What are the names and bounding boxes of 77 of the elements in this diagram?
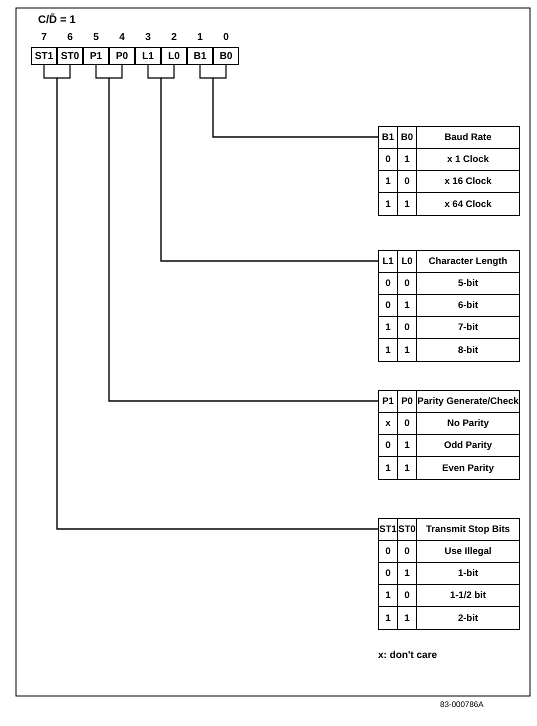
bit-number: 7 — [40, 32, 48, 43]
table-cell: 0 — [398, 317, 417, 339]
table-cell-text: Even Parity — [441, 462, 495, 476]
table-cell: 1 — [398, 339, 417, 361]
table-cell: 0 — [379, 295, 398, 317]
bit-number: 4 — [118, 32, 126, 43]
table-cell: 1-1/2 bit — [417, 585, 519, 607]
table-header-cell: P0 — [398, 391, 417, 413]
table-cell: 1 — [398, 193, 417, 215]
bit-setting-table — [378, 518, 520, 630]
table-cell: 0 — [379, 563, 398, 585]
table-cell: 0 — [379, 273, 398, 295]
bit-number: 2 — [170, 32, 178, 43]
table-header-cell: Baud Rate — [417, 127, 519, 149]
table-header-cell: P1 — [379, 391, 398, 413]
register-bit-cell: ST0 — [57, 47, 83, 65]
table-cell-text: 2-bit — [456, 612, 480, 626]
table-cell: 1 — [398, 457, 417, 479]
table-header-cell: ST0 — [398, 519, 417, 541]
table-cell: 0 — [398, 171, 417, 193]
table-cell: 0 — [398, 541, 417, 563]
table-header-cell: B1 — [379, 127, 398, 149]
table-cell: 1 — [398, 607, 417, 629]
table-cell: 1 — [379, 171, 398, 193]
table-cell: 0 — [379, 541, 398, 563]
table-cell: No Parity — [417, 413, 519, 435]
table-header-cell: Transmit Stop Bits — [417, 519, 519, 541]
table-header-cell: B0 — [398, 127, 417, 149]
table-cell: x 1 Clock — [417, 149, 519, 171]
register-bit-cell: ST1 — [31, 47, 57, 65]
table-cell: 1 — [379, 607, 398, 629]
table-header-cell: Parity Generate/Check — [417, 391, 519, 413]
table-cell: 1-bit — [417, 563, 519, 585]
bit-number: 5 — [92, 32, 100, 43]
table-cell: 5-bit — [417, 273, 519, 295]
table-cell: 1 — [398, 435, 417, 457]
register-bit-cell: L1 — [135, 47, 161, 65]
table-cell: x 16 Clock — [417, 171, 519, 193]
table-cell: 0 — [398, 273, 417, 295]
bit-setting-table — [378, 250, 520, 362]
table-cell: 6-bit — [417, 295, 519, 317]
table-cell: 1 — [379, 339, 398, 361]
table-cell-text: 8-bit — [456, 344, 480, 358]
table-header-cell: ST1 — [379, 519, 398, 541]
table-header-cell: L0 — [398, 251, 417, 273]
bit-number: 3 — [144, 32, 152, 43]
register-bit-cell: B0 — [213, 47, 239, 65]
register-select-label: C/D̄ = 1 — [38, 14, 76, 26]
table-cell: 1 — [379, 457, 398, 479]
bit-setting-table — [378, 126, 520, 216]
bit-setting-table — [378, 390, 520, 480]
register-bit-cell: L0 — [161, 47, 187, 65]
table-cell-text: x 64 Clock — [444, 198, 492, 212]
table-cell: 1 — [398, 295, 417, 317]
bit-number: 6 — [66, 32, 74, 43]
table-cell: 1 — [398, 563, 417, 585]
table-cell: 0 — [379, 149, 398, 171]
register-bit-cell: P1 — [83, 47, 109, 65]
bit-number: 0 — [222, 32, 230, 43]
table-cell: Use Illegal — [417, 541, 519, 563]
register-bit-cell: P0 — [109, 47, 135, 65]
table-header-cell: Character Length — [417, 251, 519, 273]
bit-number: 1 — [196, 32, 204, 43]
table-cell: 1 — [398, 149, 417, 171]
table-cell: 0 — [398, 413, 417, 435]
table-cell: 1 — [379, 193, 398, 215]
table-cell: 1 — [379, 317, 398, 339]
register-bit-cell: B1 — [187, 47, 213, 65]
table-cell: x — [379, 413, 398, 435]
table-cell: 1 — [379, 585, 398, 607]
table-cell: 7-bit — [417, 317, 519, 339]
table-cell: Odd Parity — [417, 435, 519, 457]
footnote: x: don't care — [378, 650, 438, 661]
table-cell: 0 — [398, 585, 417, 607]
figure-code: 83-000786A — [440, 700, 484, 709]
table-header-cell: L1 — [379, 251, 398, 273]
table-cell: 0 — [379, 435, 398, 457]
